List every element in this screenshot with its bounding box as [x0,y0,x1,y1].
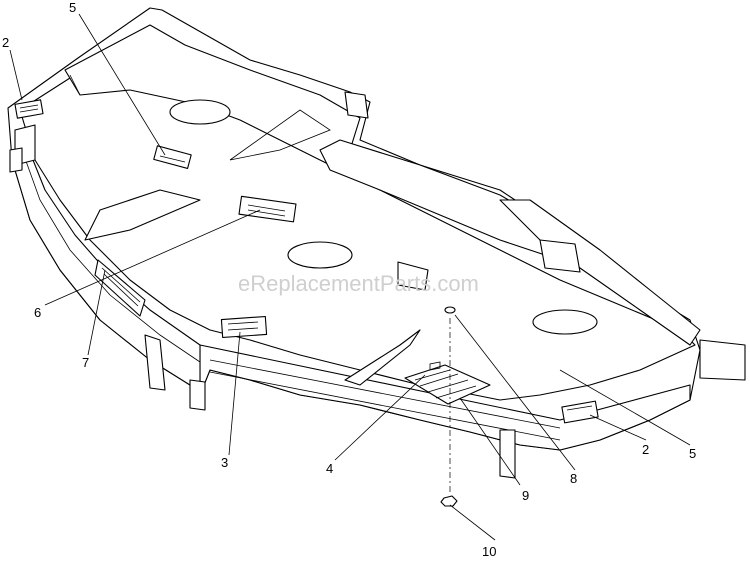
belt-guard-pad [404,361,491,405]
leader-lines [9,13,691,541]
nut-part-10 [440,495,458,507]
decal-top-center [238,195,297,223]
callout-5-rear: 5 [69,0,76,15]
callout-2-rear: 2 [2,35,9,50]
callout-10: 10 [482,544,496,559]
decal-side-skirt [94,259,146,317]
callout-4: 4 [326,461,333,476]
callout-3: 3 [221,455,228,470]
callout-8: 8 [570,471,577,486]
decal-front-right [561,400,599,424]
callout-5-front: 5 [689,446,696,461]
decal-front-center [220,315,268,339]
callout-9: 9 [522,488,529,503]
callout-7: 7 [82,355,89,370]
knob-part-8 [444,306,456,314]
decal-rear-left [14,99,44,119]
callout-2-front: 2 [642,442,649,457]
callout-6: 6 [34,305,41,320]
watermark-text: eReplacementParts.com [238,271,479,296]
mower-deck-housing [7,7,746,479]
